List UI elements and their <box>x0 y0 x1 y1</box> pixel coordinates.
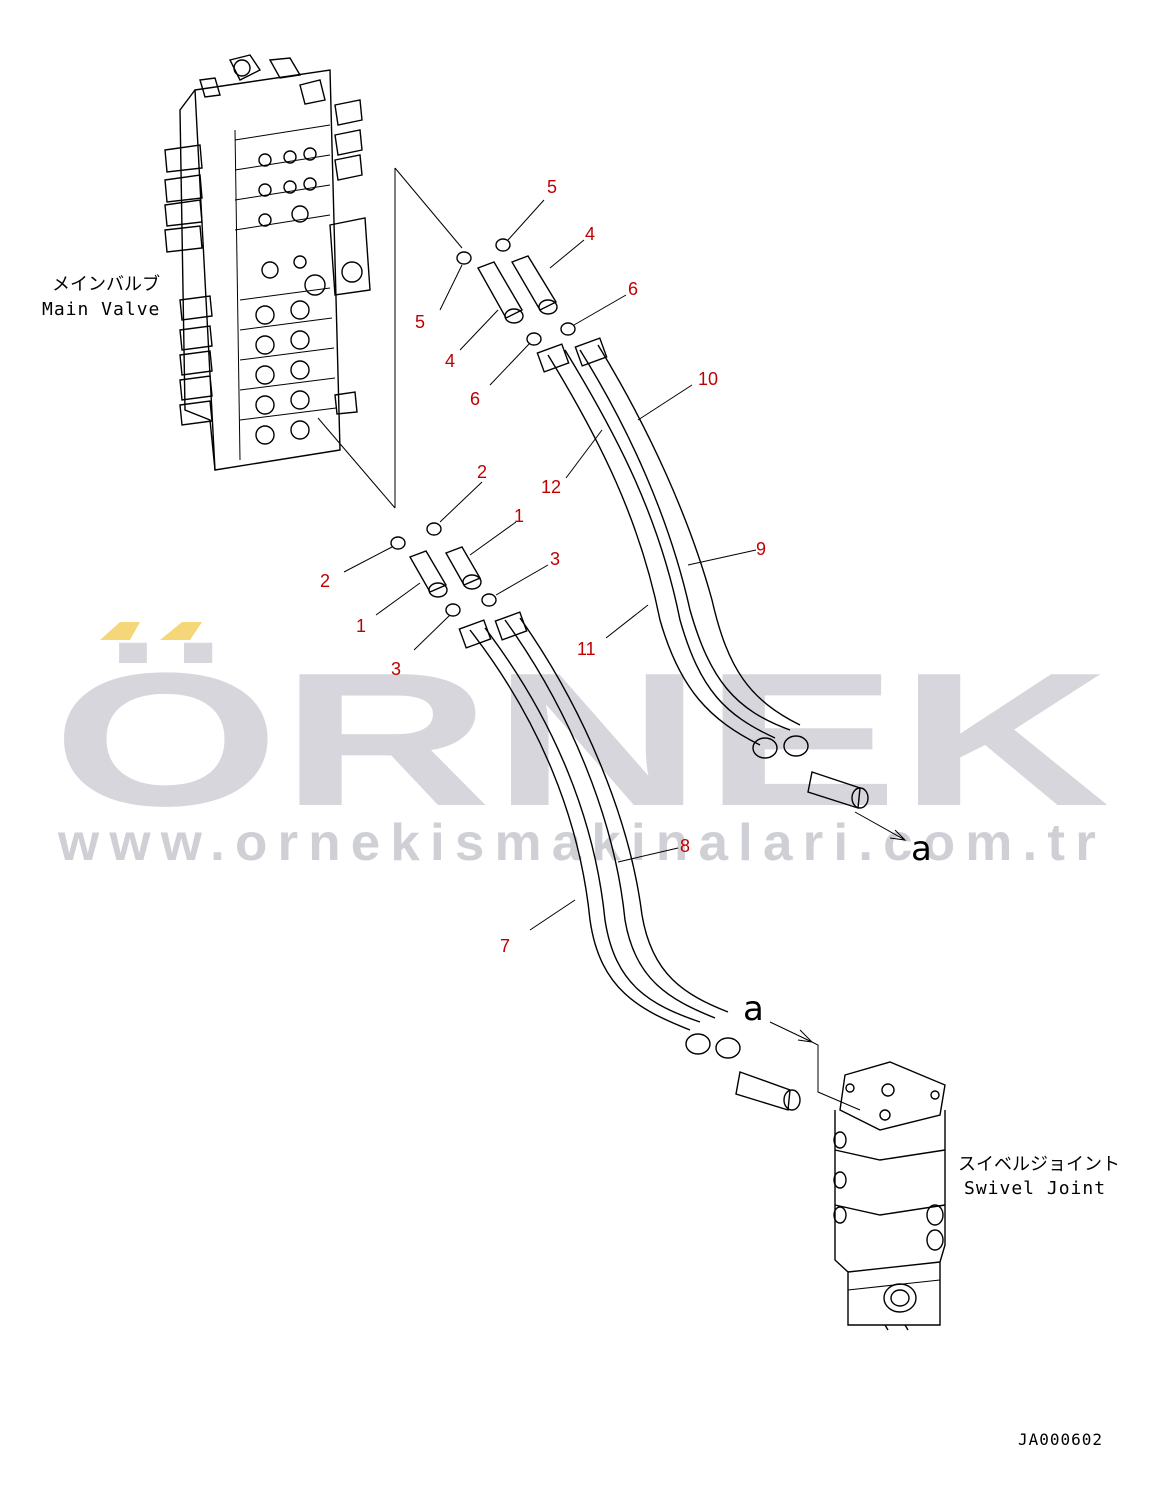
callout-11: 11 <box>577 639 596 659</box>
arrow-a-bottom <box>769 1021 861 1111</box>
o-ring-3b <box>481 593 497 607</box>
callouts: 5 5 4 4 6 6 10 12 2 1 2 3 1 3 9 11 8 7 <box>320 177 766 956</box>
callout-9: 9 <box>756 539 766 559</box>
callout-6-left: 6 <box>470 389 480 409</box>
swivel-joint-label-jp: スイベルジョイント <box>958 1154 1120 1175</box>
callout-leaders <box>343 199 757 931</box>
watermark-brand: ÖRNEK <box>52 634 1110 846</box>
watermark-accent-left <box>100 622 140 640</box>
callout-5-left: 5 <box>415 312 425 332</box>
adapter-4b <box>510 255 557 311</box>
o-ring-2a <box>390 536 406 550</box>
watermark: ÖRNEK www.ornekismakinalari.com.tr <box>52 622 1110 872</box>
main-valve-label-jp: メインバルブ <box>52 273 160 295</box>
o-ring-6a <box>526 332 542 346</box>
o-ring-5a <box>456 251 472 265</box>
callout-2-left: 2 <box>320 571 330 591</box>
adapter-1a <box>408 550 448 593</box>
callout-2-top: 2 <box>477 462 487 482</box>
arrow-a-top <box>854 811 907 841</box>
callout-4-top: 4 <box>585 224 595 244</box>
callout-6-right: 6 <box>628 279 638 299</box>
swivel-joint-label-en: Swivel Joint <box>964 1178 1106 1199</box>
main-valve-leader <box>317 167 463 509</box>
callout-3-left: 3 <box>391 659 401 679</box>
main-valve-label-en: Main Valve <box>42 299 160 320</box>
arrow-a-bottom-letter: a <box>743 989 764 1029</box>
watermark-accent-right <box>160 622 202 640</box>
callout-4-left: 4 <box>445 351 455 371</box>
callout-1-left: 1 <box>356 616 366 636</box>
o-ring-6b <box>560 322 576 336</box>
callout-3-right: 3 <box>550 549 560 569</box>
swivel-joint-drawing <box>833 1061 946 1331</box>
document-id: JA000602 <box>1018 1430 1103 1449</box>
o-ring-2b <box>426 522 442 536</box>
lower-hoses <box>458 611 801 1111</box>
main-valve-drawing <box>164 54 371 471</box>
callout-8: 8 <box>680 836 690 856</box>
callout-12: 12 <box>541 477 561 497</box>
callout-5-top: 5 <box>547 177 557 197</box>
upper-fittings <box>456 238 576 346</box>
callout-10: 10 <box>698 369 718 389</box>
upper-hoses <box>536 337 869 809</box>
arrow-a-top-letter: a <box>911 829 932 869</box>
o-ring-3a <box>445 603 461 617</box>
callout-7: 7 <box>500 936 510 956</box>
callout-1-top: 1 <box>514 506 524 526</box>
o-ring-5b <box>495 238 511 252</box>
adapter-4a <box>476 261 523 319</box>
lower-fittings <box>390 522 497 617</box>
